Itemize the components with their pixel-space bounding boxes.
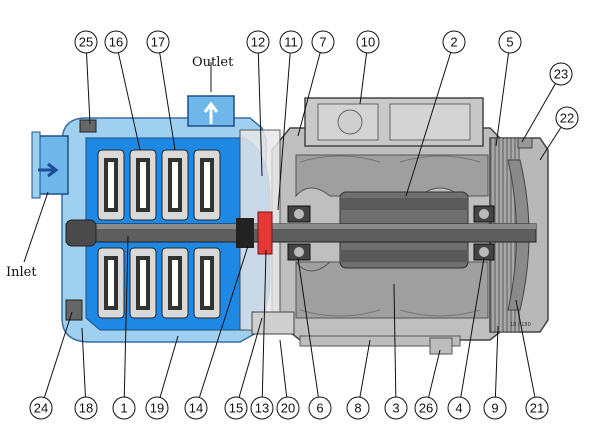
motor-foot <box>429 337 453 355</box>
callout-leader-23 <box>521 83 556 143</box>
callout-number-2: 2 <box>450 35 457 50</box>
callout-leader-1 <box>123 235 129 398</box>
callout-number-11: 11 <box>284 35 298 50</box>
callout-circle-16 <box>104 30 128 54</box>
callout-circle-24 <box>29 396 53 420</box>
callout-leader-22 <box>539 126 562 161</box>
callout-circle-13 <box>250 396 274 420</box>
callout-leader-5 <box>495 52 510 147</box>
callout-number-23: 23 <box>554 67 568 82</box>
callout-circle-6 <box>308 396 332 420</box>
callout-circle-8 <box>346 396 370 420</box>
callout-circle-23 <box>549 62 573 86</box>
callout-leader-13 <box>261 249 267 398</box>
callout-circle-4 <box>447 396 471 420</box>
callout-circle-5 <box>498 30 522 54</box>
callout-leader-8 <box>359 339 371 398</box>
callout-leader-20 <box>279 339 288 398</box>
callout-leader-19 <box>159 335 179 398</box>
callout-number-17: 17 <box>151 35 165 50</box>
callout-leader-25 <box>86 52 91 125</box>
callout-circle-21 <box>525 396 549 420</box>
callout-number-4: 4 <box>455 401 462 416</box>
callout-number-3: 3 <box>392 401 399 416</box>
callout-number-18: 18 <box>79 401 93 416</box>
bearing-front <box>287 205 311 261</box>
callout-circle-15 <box>224 396 248 420</box>
callout-leader-26 <box>428 349 441 398</box>
vent-plug <box>79 119 97 133</box>
outlet-label: Outlet <box>192 55 234 70</box>
callout-number-10: 10 <box>361 35 375 50</box>
callout-circle-18 <box>74 396 98 420</box>
callout-number-25: 25 <box>79 35 93 50</box>
callout-number-1: 1 <box>120 401 127 416</box>
callout-number-5: 5 <box>506 35 513 50</box>
inlet-leader <box>23 191 49 263</box>
callout-leader-3 <box>393 283 397 398</box>
inlet-flow-arrow <box>38 162 59 178</box>
callout-circle-12 <box>246 30 270 54</box>
callout-circle-9 <box>483 396 507 420</box>
drain-plug <box>65 299 83 321</box>
callout-circle-20 <box>276 396 300 420</box>
callout-circle-7 <box>311 30 335 54</box>
callout-leader-7 <box>297 52 321 137</box>
callout-number-26: 26 <box>419 401 433 416</box>
callout-circle-2 <box>442 30 466 54</box>
callout-circle-26 <box>414 396 438 420</box>
callout-leader-21 <box>515 299 536 398</box>
callout-circle-19 <box>145 396 169 420</box>
inlet-label: Inlet <box>6 265 37 280</box>
callout-leader-14 <box>198 245 249 398</box>
callout-circle-11 <box>279 30 303 54</box>
callout-leader-6 <box>297 257 319 398</box>
callout-number-13: 13 <box>255 401 269 416</box>
callout-leader-24 <box>43 311 73 398</box>
callout-circle-17 <box>146 30 170 54</box>
motor-housing <box>271 97 501 355</box>
callout-number-24: 24 <box>34 401 48 416</box>
callout-circle-10 <box>356 30 380 54</box>
callout-circle-22 <box>555 106 579 130</box>
callout-leader-18 <box>81 327 86 398</box>
callout-number-22: 22 <box>560 111 574 126</box>
callout-number-6: 6 <box>316 401 323 416</box>
callout-number-9: 9 <box>491 401 498 416</box>
callout-circle-14 <box>184 396 208 420</box>
callout-leader-12 <box>257 52 263 177</box>
shaft <box>65 219 537 247</box>
callout-leader-11 <box>277 52 291 211</box>
callout-leader-9 <box>494 325 499 398</box>
mechanical-seal <box>236 211 273 255</box>
callout-leader-10 <box>359 52 368 105</box>
callout-number-8: 8 <box>354 401 361 416</box>
callout-number-21: 21 <box>530 401 544 416</box>
pump-body <box>31 95 295 343</box>
callout-leader-2 <box>405 52 452 197</box>
callout-leader-16 <box>117 52 141 151</box>
callout-circle-25 <box>74 30 98 54</box>
callout-number-16: 16 <box>109 35 123 50</box>
callout-leader-15 <box>238 317 263 398</box>
outlet-flow-arrow <box>203 101 219 124</box>
callout-circle-1 <box>112 396 136 420</box>
callout-leader-17 <box>159 52 176 151</box>
callout-number-19: 19 <box>150 401 164 416</box>
callout-number-15: 15 <box>229 401 243 416</box>
callout-number-14: 14 <box>189 401 203 416</box>
callout-number-20: 20 <box>281 401 295 416</box>
callout-number-7: 7 <box>319 35 326 50</box>
callout-circle-3 <box>384 396 408 420</box>
callout-number-12: 12 <box>251 35 265 50</box>
callout-leader-4 <box>460 257 485 398</box>
